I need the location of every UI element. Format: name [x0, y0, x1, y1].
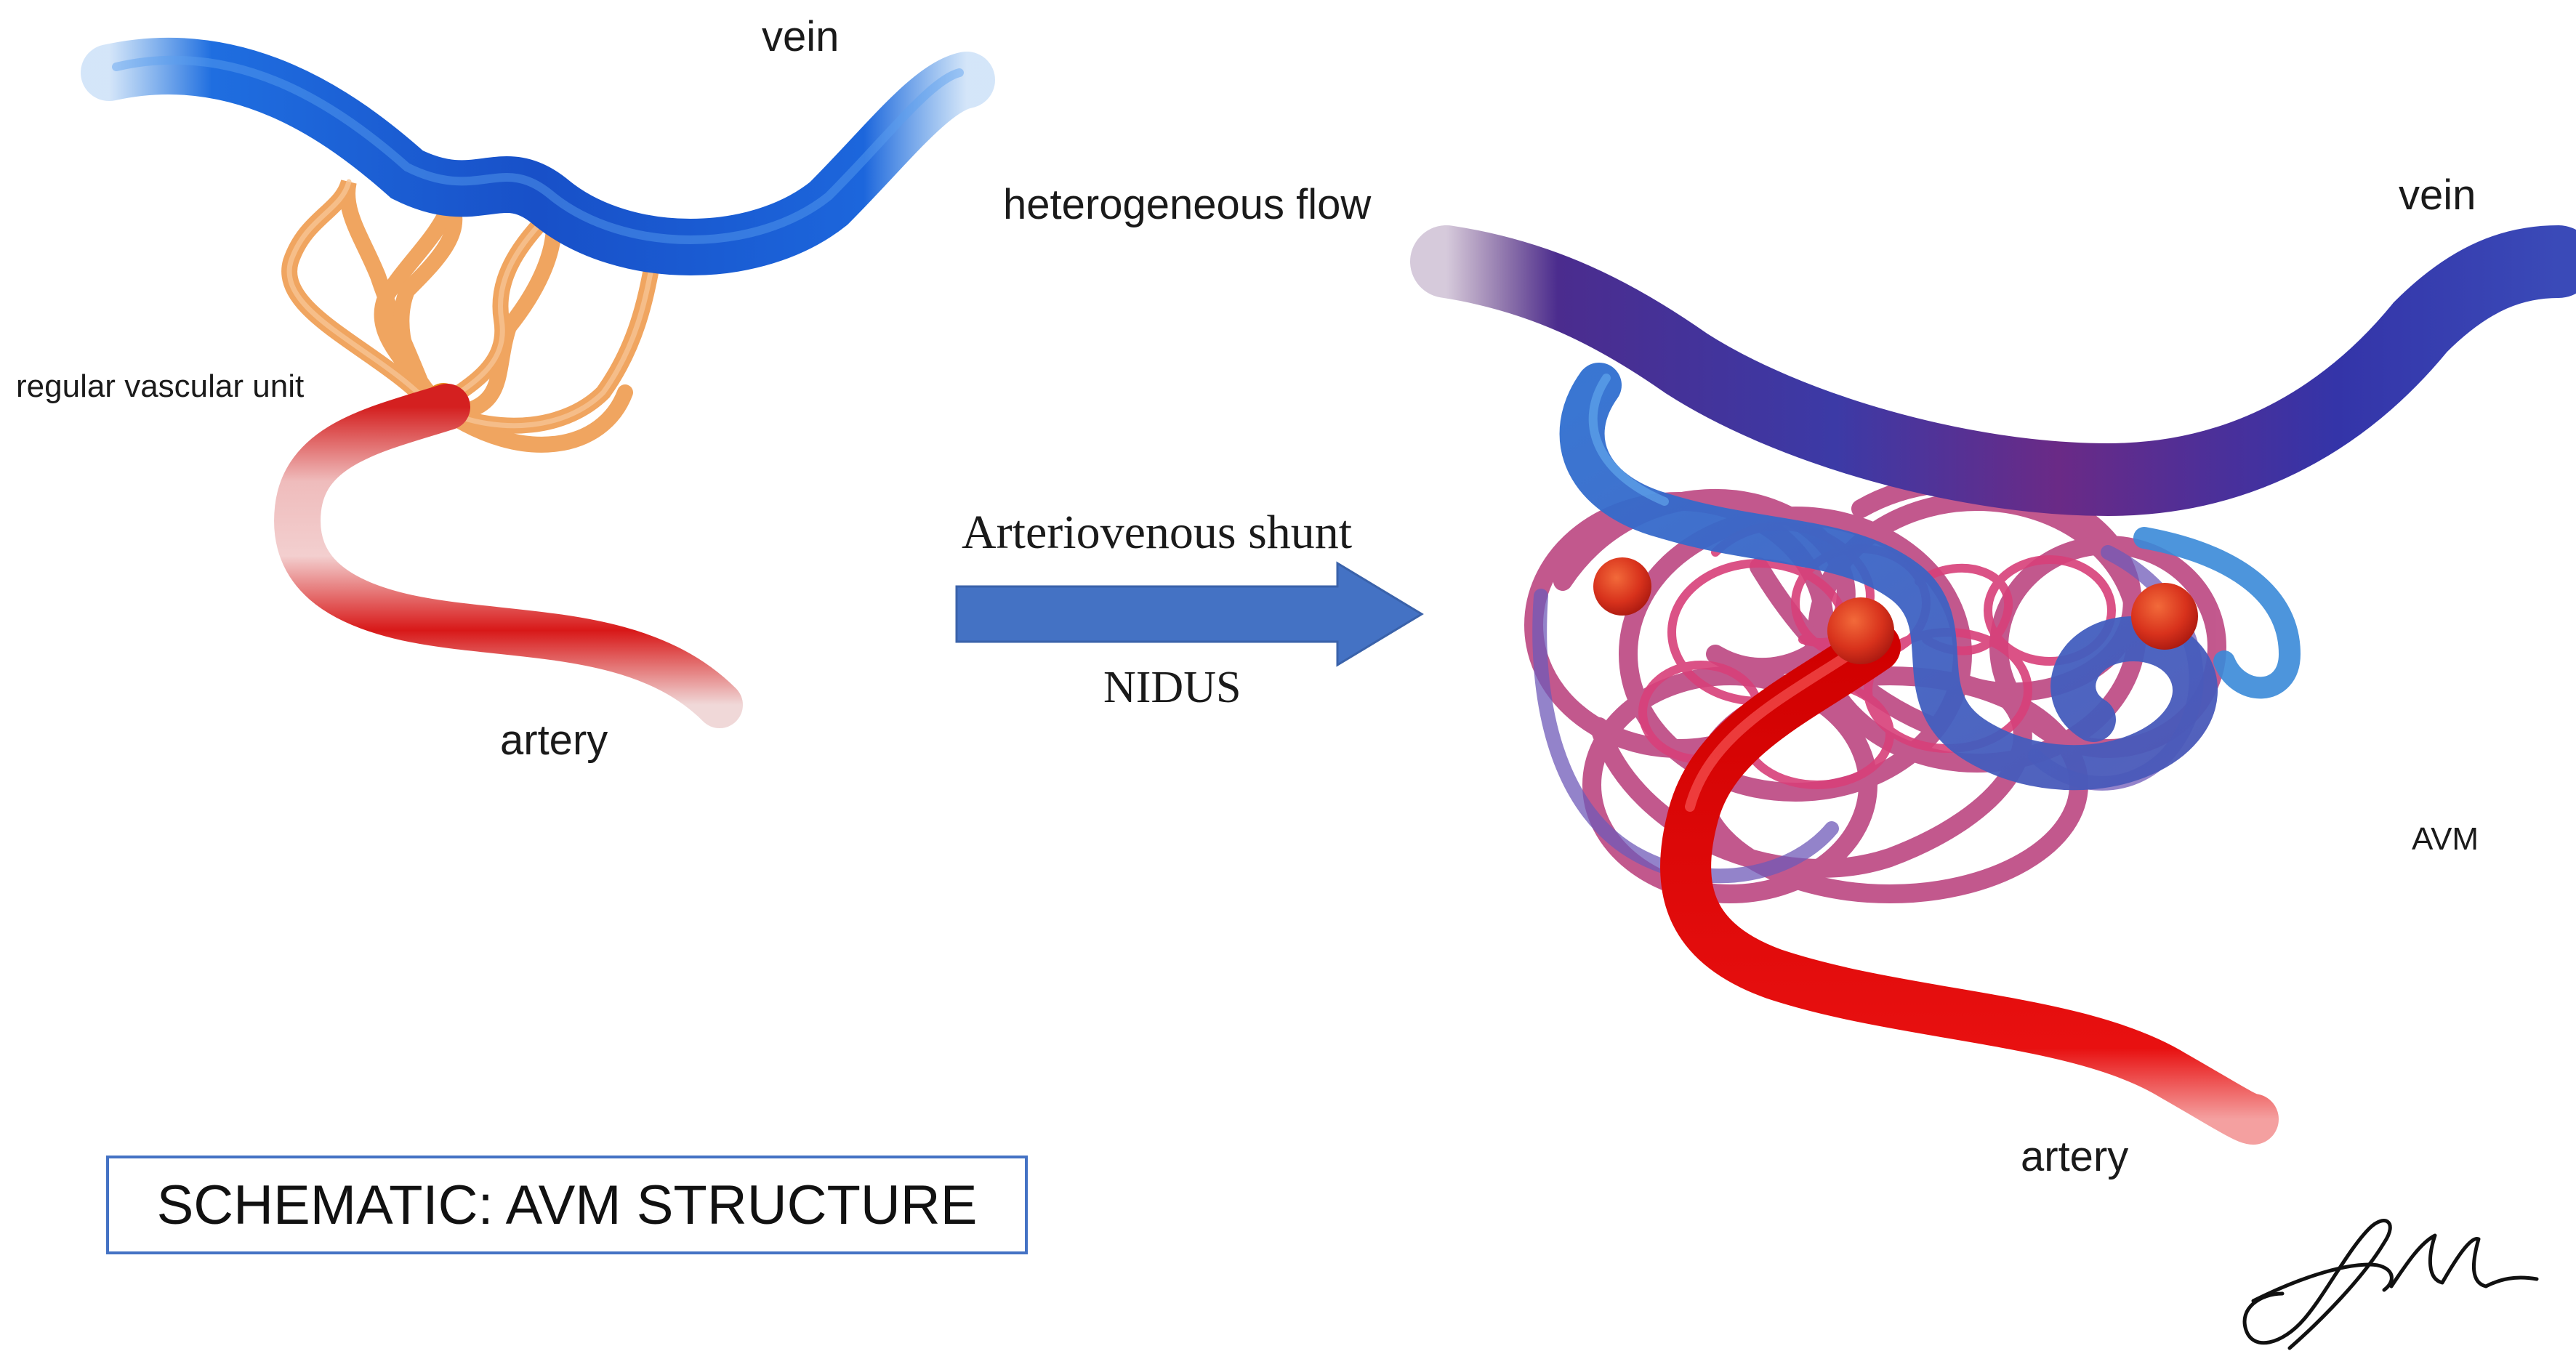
nodule-center: [1827, 597, 1894, 664]
left-artery-label: artery: [500, 717, 608, 764]
right-vein-vessel: [1410, 225, 2576, 517]
left-normal-vasculature: [81, 38, 995, 728]
nidus-label: NIDUS: [1103, 663, 1241, 712]
left-artery-vessel: [274, 384, 743, 728]
left-vein-label: vein: [762, 13, 840, 60]
right-avm-vasculature: [1410, 225, 2576, 1145]
nodule-left: [1593, 557, 1651, 616]
shunt-arrow: [955, 561, 1424, 667]
right-artery-vessel: [1660, 621, 2279, 1145]
right-vein-label: vein: [2399, 172, 2476, 219]
draining-veins: [1559, 363, 2301, 791]
artist-signature: [2242, 1219, 2539, 1350]
right-artery-label: artery: [2021, 1133, 2129, 1180]
nodule-right: [2131, 583, 2198, 650]
left-vein-highlight: [112, 55, 964, 244]
heterogeneous-flow-label: heterogeneous flow: [1003, 181, 1372, 228]
schematic-title: SCHEMATIC: AVM STRUCTURE: [156, 1174, 978, 1236]
capillary-network-highlight: [286, 179, 657, 429]
right-artery-highlight: [1685, 634, 1877, 812]
arteriovenous-shunt-label: Arteriovenous shunt: [962, 506, 1353, 559]
schematic-title-box: SCHEMATIC: AVM STRUCTURE: [106, 1156, 1028, 1254]
left-vein-vessel: [81, 38, 995, 275]
regular-vascular-unit-label: regular vascular unit: [16, 368, 305, 404]
avm-label: AVM: [2412, 821, 2479, 857]
